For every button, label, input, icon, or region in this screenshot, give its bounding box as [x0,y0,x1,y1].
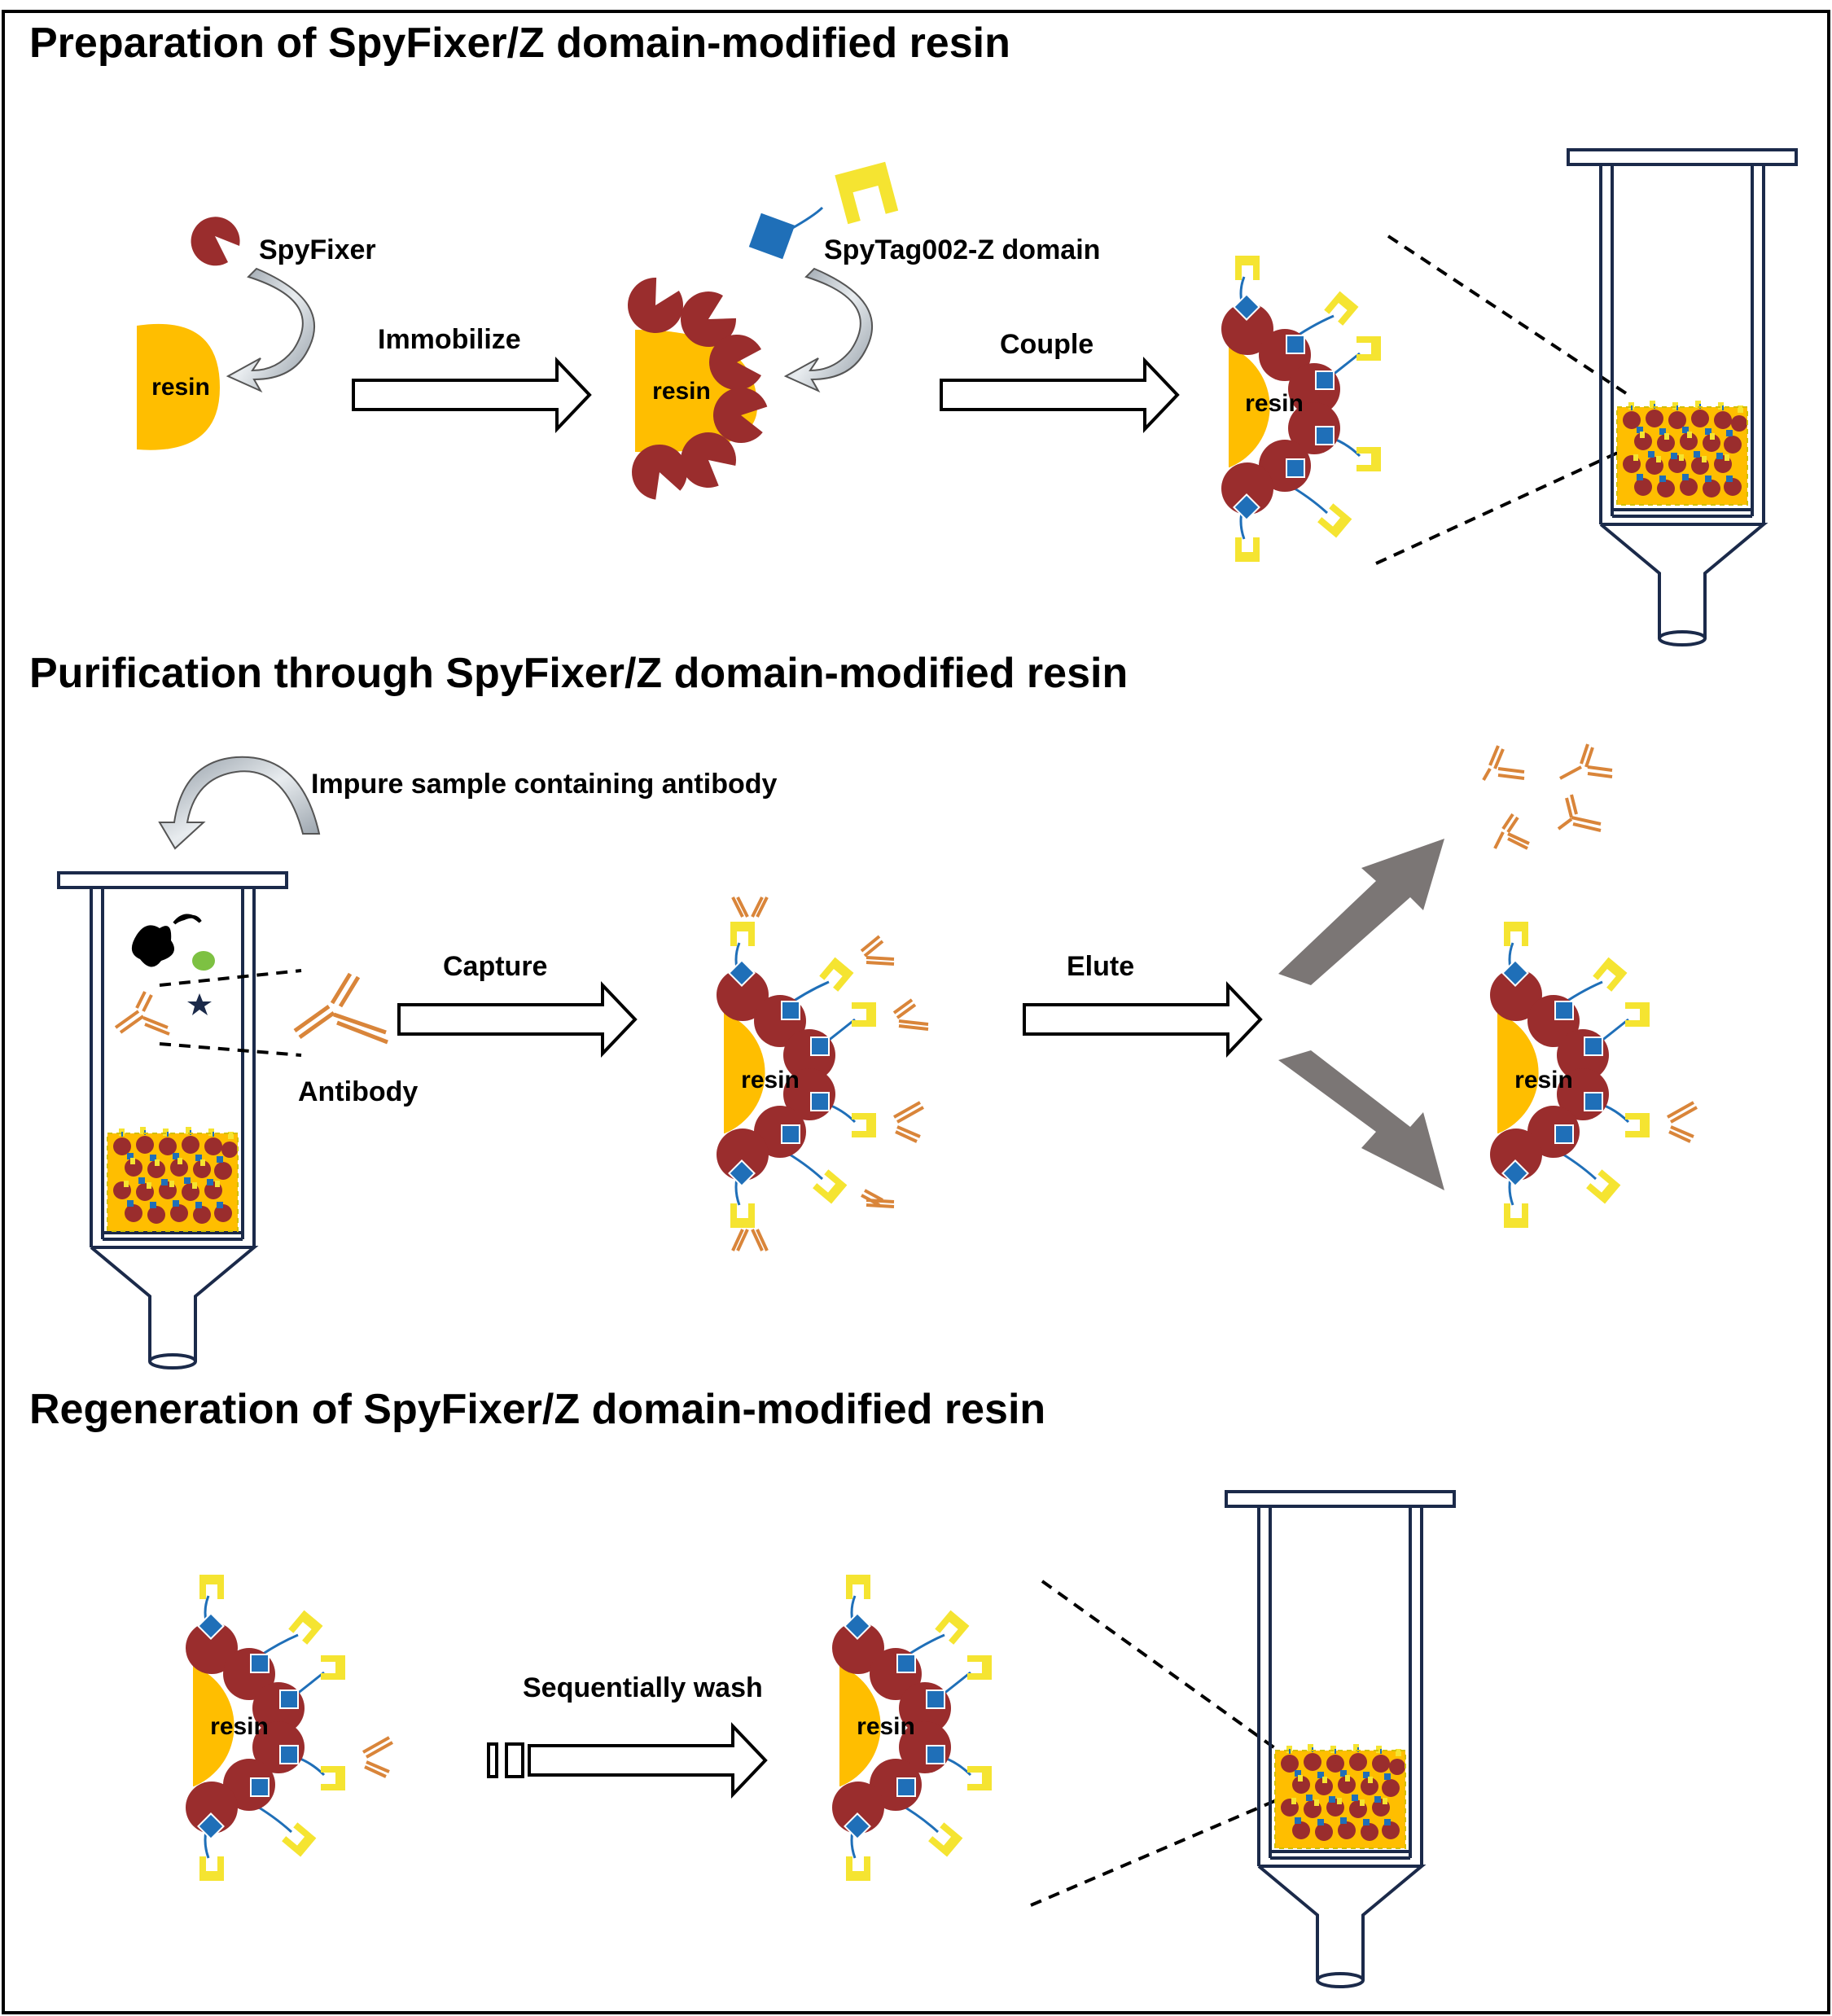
resin-with-spyfixer [617,270,770,505]
regenerated-resin-arrow [1278,1050,1444,1190]
zoom-line [1375,234,1630,565]
resin-label: resin [741,1067,800,1093]
impurities [114,914,215,1036]
resin-bead-after-elution [1490,922,1698,1228]
resin-bed [1616,400,1748,506]
antibody-icon [293,972,388,1045]
column-regenerated [1225,1490,1456,1988]
antibody-label: Antibody [298,1076,418,1107]
resin-bead-loaded [186,1575,393,1881]
impure-sample-label: Impure sample containing antibody [311,769,777,800]
spyfixer-label: SpyFixer [259,234,376,265]
resin-label: resin [1245,390,1304,417]
zoom-line [1030,1580,1280,1907]
resin-bead-bare [137,323,220,450]
eluted-antibody-arrow [1278,839,1444,985]
immobilize-arrow [352,359,591,431]
eluted-antibodies [1482,743,1613,850]
sequential-wash-arrow [487,1725,767,1796]
immobilize-label: Immobilize [378,324,521,355]
resin-label: resin [857,1713,915,1740]
column-packed [1567,148,1798,646]
capture-label: Capture [443,951,547,982]
section-title-preparation: Preparation of SpyFixer/Z domain-modifie… [29,20,1010,67]
couple-label: Couple [1000,329,1094,360]
zoom-line [159,969,302,1057]
resin-bead-with-antibodies [717,896,929,1251]
curved-arrow-icon [158,756,321,850]
capture-arrow [397,984,637,1055]
resin-label: resin [652,378,711,405]
section-title-purification: Purification through SpyFixer/Z domain-m… [29,650,1128,697]
spytag-z-domain-icon [748,161,899,260]
curved-arrow-icon [783,267,874,393]
curved-arrow-icon [226,267,316,393]
couple-arrow [940,359,1179,431]
resin-label: resin [151,374,210,401]
elute-arrow [1023,984,1262,1055]
resin-label: resin [210,1713,269,1740]
spytag-label: SpyTag002-Z domain [824,234,1100,265]
resin-label: resin [1514,1067,1573,1093]
sequential-wash-label: Sequentially wash [523,1672,763,1703]
resin-bed [1274,1743,1406,1849]
spyfixer-icon [191,217,240,266]
figure-border [2,10,1830,2014]
section-title-regeneration: Regeneration of SpyFixer/Z domain-modifi… [29,1386,1045,1433]
resin-bed [107,1126,239,1232]
elute-label: Elute [1067,951,1134,982]
